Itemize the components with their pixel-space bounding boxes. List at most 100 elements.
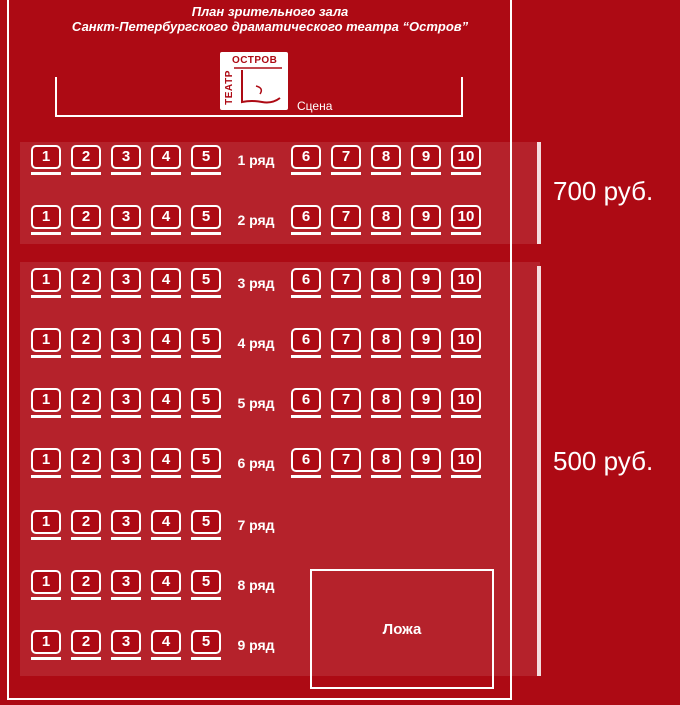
- seat[interactable]: 4: [151, 145, 181, 179]
- seat[interactable]: 7: [331, 448, 361, 482]
- seat[interactable]: 3: [111, 145, 141, 179]
- row-label: 3 ряд: [237, 275, 275, 291]
- seat[interactable]: 5: [191, 205, 221, 239]
- seat[interactable]: 3: [111, 205, 141, 239]
- seat-number: 8: [373, 450, 399, 470]
- seat[interactable]: 2: [71, 328, 101, 362]
- seat[interactable]: 1: [31, 570, 61, 604]
- seat[interactable]: 10: [451, 145, 481, 179]
- seat[interactable]: 5: [191, 145, 221, 179]
- seat-base: [451, 355, 481, 358]
- seat[interactable]: 9: [411, 448, 441, 482]
- seat-box: 10: [451, 328, 481, 352]
- seat[interactable]: 8: [371, 388, 401, 422]
- seat[interactable]: 8: [371, 145, 401, 179]
- seat-box: 4: [151, 268, 181, 292]
- seat-base: [191, 295, 221, 298]
- seat[interactable]: 8: [371, 268, 401, 302]
- seat[interactable]: 1: [31, 388, 61, 422]
- seat[interactable]: 3: [111, 448, 141, 482]
- seat-box: 10: [451, 388, 481, 412]
- row-label: 8 ряд: [237, 577, 275, 593]
- seat-box: 8: [371, 145, 401, 169]
- seat[interactable]: 4: [151, 510, 181, 544]
- seat[interactable]: 2: [71, 145, 101, 179]
- seat[interactable]: 5: [191, 328, 221, 362]
- seat[interactable]: 1: [31, 630, 61, 664]
- seat[interactable]: 4: [151, 630, 181, 664]
- seat[interactable]: 1: [31, 145, 61, 179]
- seat[interactable]: 4: [151, 205, 181, 239]
- seat-number: 9: [413, 147, 439, 167]
- loge-label: Ложа: [382, 620, 422, 638]
- seat-number: 1: [33, 270, 59, 290]
- seat[interactable]: 4: [151, 328, 181, 362]
- seat-number: 2: [73, 632, 99, 652]
- seat-number: 1: [33, 632, 59, 652]
- seat[interactable]: 2: [71, 630, 101, 664]
- seat-base: [451, 295, 481, 298]
- seat[interactable]: 10: [451, 205, 481, 239]
- seat[interactable]: 8: [371, 328, 401, 362]
- seat-box: 9: [411, 145, 441, 169]
- seat[interactable]: 3: [111, 388, 141, 422]
- seat[interactable]: 1: [31, 205, 61, 239]
- seat-number: 6: [293, 207, 319, 227]
- seat[interactable]: 5: [191, 388, 221, 422]
- seat[interactable]: 7: [331, 145, 361, 179]
- seat-base: [331, 295, 361, 298]
- seat[interactable]: 7: [331, 328, 361, 362]
- seat[interactable]: 3: [111, 570, 141, 604]
- seat[interactable]: 5: [191, 268, 221, 302]
- seat[interactable]: 5: [191, 630, 221, 664]
- seat[interactable]: 10: [451, 328, 481, 362]
- seat[interactable]: 9: [411, 145, 441, 179]
- seat[interactable]: 4: [151, 268, 181, 302]
- seat[interactable]: 5: [191, 510, 221, 544]
- seat[interactable]: 10: [451, 388, 481, 422]
- seat[interactable]: 10: [451, 268, 481, 302]
- seat[interactable]: 5: [191, 448, 221, 482]
- seat[interactable]: 1: [31, 510, 61, 544]
- seat[interactable]: 2: [71, 205, 101, 239]
- seat[interactable]: 1: [31, 268, 61, 302]
- seat[interactable]: 9: [411, 268, 441, 302]
- seat[interactable]: 1: [31, 448, 61, 482]
- seat[interactable]: 6: [291, 448, 321, 482]
- seat[interactable]: 5: [191, 570, 221, 604]
- seat[interactable]: 6: [291, 268, 321, 302]
- seat[interactable]: 3: [111, 630, 141, 664]
- seat[interactable]: 2: [71, 510, 101, 544]
- seat-box: 10: [451, 145, 481, 169]
- seat[interactable]: 3: [111, 510, 141, 544]
- seat[interactable]: 2: [71, 448, 101, 482]
- seat[interactable]: 4: [151, 570, 181, 604]
- seat[interactable]: 4: [151, 388, 181, 422]
- seat[interactable]: 7: [331, 268, 361, 302]
- seat[interactable]: 3: [111, 328, 141, 362]
- seat[interactable]: 9: [411, 205, 441, 239]
- seat[interactable]: 2: [71, 268, 101, 302]
- seat[interactable]: 1: [31, 328, 61, 362]
- seat[interactable]: 2: [71, 388, 101, 422]
- seat[interactable]: 8: [371, 448, 401, 482]
- seat[interactable]: 4: [151, 448, 181, 482]
- seat-box: 3: [111, 630, 141, 654]
- seat[interactable]: 7: [331, 205, 361, 239]
- loge-box[interactable]: Ложа: [310, 569, 494, 689]
- seat-box: 2: [71, 205, 101, 229]
- seat-number: 10: [453, 330, 479, 350]
- seat-base: [71, 172, 101, 175]
- seat[interactable]: 6: [291, 328, 321, 362]
- seat-number: 1: [33, 330, 59, 350]
- seat[interactable]: 8: [371, 205, 401, 239]
- seat[interactable]: 6: [291, 205, 321, 239]
- seat[interactable]: 7: [331, 388, 361, 422]
- seat[interactable]: 9: [411, 328, 441, 362]
- seat[interactable]: 9: [411, 388, 441, 422]
- seat[interactable]: 6: [291, 145, 321, 179]
- seat[interactable]: 10: [451, 448, 481, 482]
- seat[interactable]: 6: [291, 388, 321, 422]
- seat[interactable]: 2: [71, 570, 101, 604]
- seat[interactable]: 3: [111, 268, 141, 302]
